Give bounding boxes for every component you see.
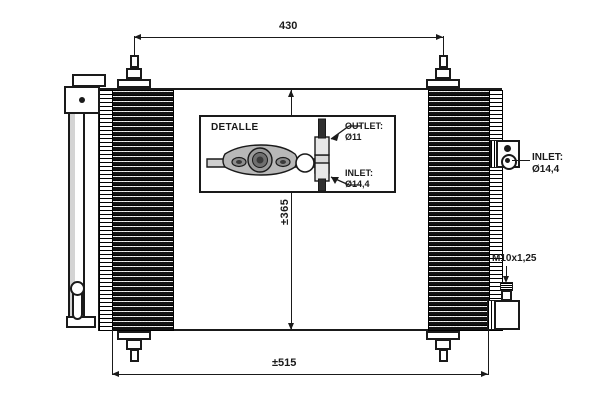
dim-365-line	[291, 90, 292, 330]
receiver-drier-tank-shading	[70, 98, 75, 326]
thread-spec-label: M10x1,25	[492, 253, 537, 264]
dim-365-label: ±365	[279, 198, 291, 225]
dim-515-arrow-left	[112, 371, 119, 377]
inlet-port-large-core-icon	[505, 158, 510, 163]
thread-spec-arrow	[503, 276, 509, 283]
detail-inset-title: DETALLE	[211, 122, 259, 133]
dim-515-label: ±515	[272, 357, 297, 369]
inlet-callout-value: Ø14,4	[532, 164, 560, 175]
tank-bracket-hole	[79, 97, 85, 103]
detail-inlet-value: Ø14,4	[345, 179, 370, 189]
mount-pin-top-left-tip	[130, 55, 139, 68]
detail-outlet-value: Ø11	[345, 132, 362, 142]
dim-515-extension-right	[488, 330, 489, 375]
header-tank-left	[99, 90, 113, 331]
inlet-port-small-icon	[504, 145, 511, 152]
mount-pin-top-left-base	[117, 79, 151, 88]
detail-outlet-title: OUTLET:	[345, 121, 383, 131]
detail-inlet-callout: INLET: Ø14,4	[345, 168, 373, 190]
mount-pin-bottom-left-tip	[130, 349, 139, 362]
inlet-callout-title: INLET:	[532, 152, 564, 163]
drier-connector-block	[494, 300, 520, 330]
mount-pin-top-right-base	[426, 79, 460, 88]
dim-430-arrow-left	[134, 34, 141, 40]
detail-inlet-title: INLET:	[345, 168, 373, 178]
fin-pack-right	[428, 90, 490, 331]
inlet-callout-label: INLET: Ø14,4	[532, 152, 563, 176]
dim-515-extension-left	[112, 330, 113, 375]
dim-430-extension-right	[443, 36, 444, 60]
dim-365-arrow-bottom	[288, 323, 294, 330]
dim-430-line	[134, 37, 443, 38]
detail-inset-box	[199, 115, 396, 193]
tank-lower-ring	[70, 281, 85, 296]
detail-outlet-callout: OUTLET: Ø11	[345, 121, 383, 143]
inlet-leader-line	[512, 160, 530, 161]
mount-pin-top-right-mid	[435, 68, 451, 79]
dim-430-extension-left	[134, 36, 135, 60]
dim-365-arrow-top	[288, 90, 294, 97]
dim-430-label: 430	[279, 20, 298, 32]
mount-pin-top-left-mid	[126, 68, 142, 79]
dim-515-arrow-right	[481, 371, 488, 377]
mount-pin-top-right-tip	[439, 55, 448, 68]
detail-fitting-diagram	[206, 118, 361, 192]
dim-515-line	[112, 374, 488, 375]
thread-spec-leader-line	[506, 266, 507, 278]
drier-port-neck	[501, 290, 512, 301]
fin-pack-left	[112, 90, 174, 331]
mount-pin-bottom-right-tip	[439, 349, 448, 362]
dim-430-arrow-right	[436, 34, 443, 40]
